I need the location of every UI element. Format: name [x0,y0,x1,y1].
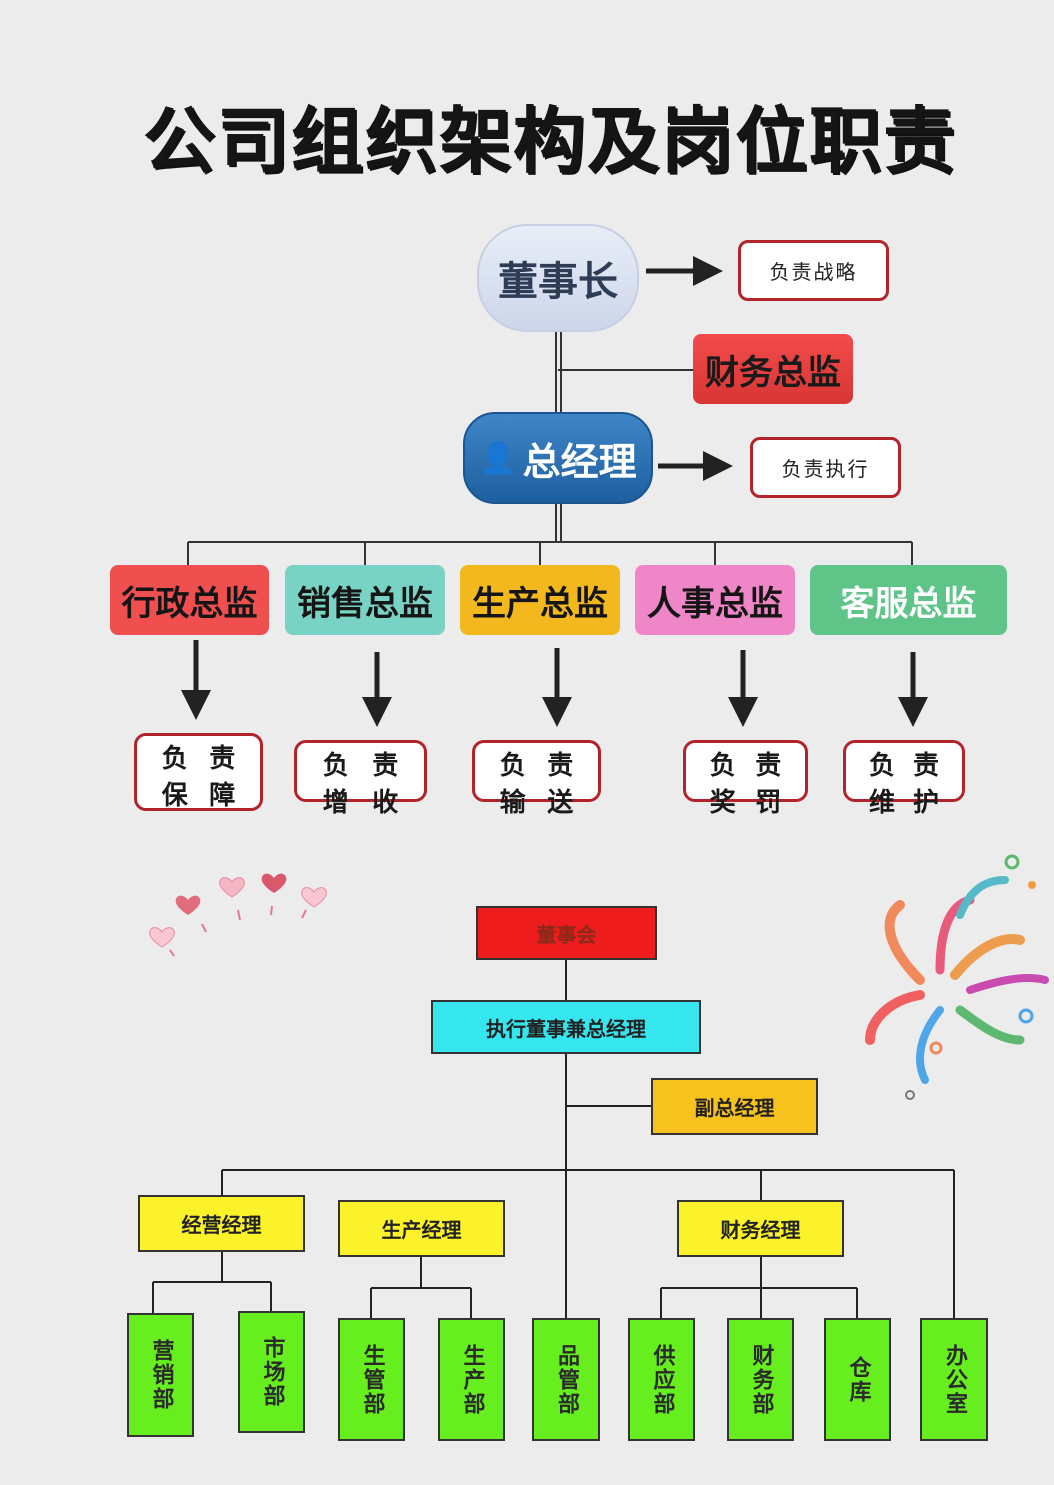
duty-char: 奖 [709,788,736,818]
person-icon: 👤 [479,440,517,476]
duty-char: 责 [912,751,939,781]
splash-decoration [865,854,1049,1100]
dept-marketing: 营销部 [127,1313,194,1437]
duty-char: 负 [322,751,349,781]
duty-char: 负 [161,744,188,774]
dept-warehouse: 仓库 [824,1318,891,1441]
gm-duty-box: 负责执行 [750,437,901,498]
duty-char: 送 [547,788,574,818]
manager-operations: 经营经理 [138,1195,305,1252]
manager-production: 生产经理 [338,1200,505,1257]
duty-char: 责 [547,751,574,781]
executive-node: 执行董事兼总经理 [431,1000,701,1054]
duty-char: 障 [209,781,236,811]
duty-service: 负 责 维 护 [843,740,965,818]
duty-char: 负 [709,751,736,781]
duty-char: 责 [755,751,782,781]
dept-supply: 供应部 [628,1318,695,1441]
page-title: 公司组织架构及岗位职责 [142,99,957,183]
dept-production: 生产部 [438,1318,505,1441]
dept-quality: 品管部 [532,1318,600,1441]
deputy-node: 副总经理 [651,1078,818,1135]
duty-char: 输 [499,788,526,818]
hearts-decoration [149,873,327,957]
board-node: 董事会 [476,906,657,960]
duty-hr: 负 责 奖 罚 [683,740,808,818]
duty-char: 收 [372,788,399,818]
general-manager-label: 总经理 [522,439,637,484]
dept-production-mgmt: 生管部 [338,1318,405,1441]
duty-char: 增 [322,788,349,818]
general-manager-node: 👤 总经理 [463,412,653,504]
duty-admin: 负 责 保 障 [134,733,263,811]
duty-char: 负 [499,751,526,781]
chairman-node: 董事长 [477,224,639,332]
duty-char: 罚 [755,788,782,818]
duty-production: 负 责 输 送 [472,740,601,818]
dept-finance: 财务部 [727,1318,794,1441]
finance-director-node: 财务总监 [693,334,853,404]
director-hr: 人事总监 [635,565,795,635]
director-admin: 行政总监 [110,565,269,635]
chairman-duty-box: 负责战略 [738,240,889,301]
dept-office: 办公室 [920,1318,988,1441]
duty-char: 护 [912,788,939,818]
duty-sales: 负 责 增 收 [294,740,427,818]
dept-market: 市场部 [238,1311,305,1433]
duty-char: 责 [372,751,399,781]
duty-char: 维 [868,788,895,818]
director-production: 生产总监 [460,565,620,635]
duty-char: 责 [209,744,236,774]
duty-char: 负 [868,751,895,781]
director-sales: 销售总监 [285,565,445,635]
duty-char: 保 [161,781,188,811]
manager-finance: 财务经理 [677,1200,844,1257]
director-service: 客服总监 [810,565,1007,635]
